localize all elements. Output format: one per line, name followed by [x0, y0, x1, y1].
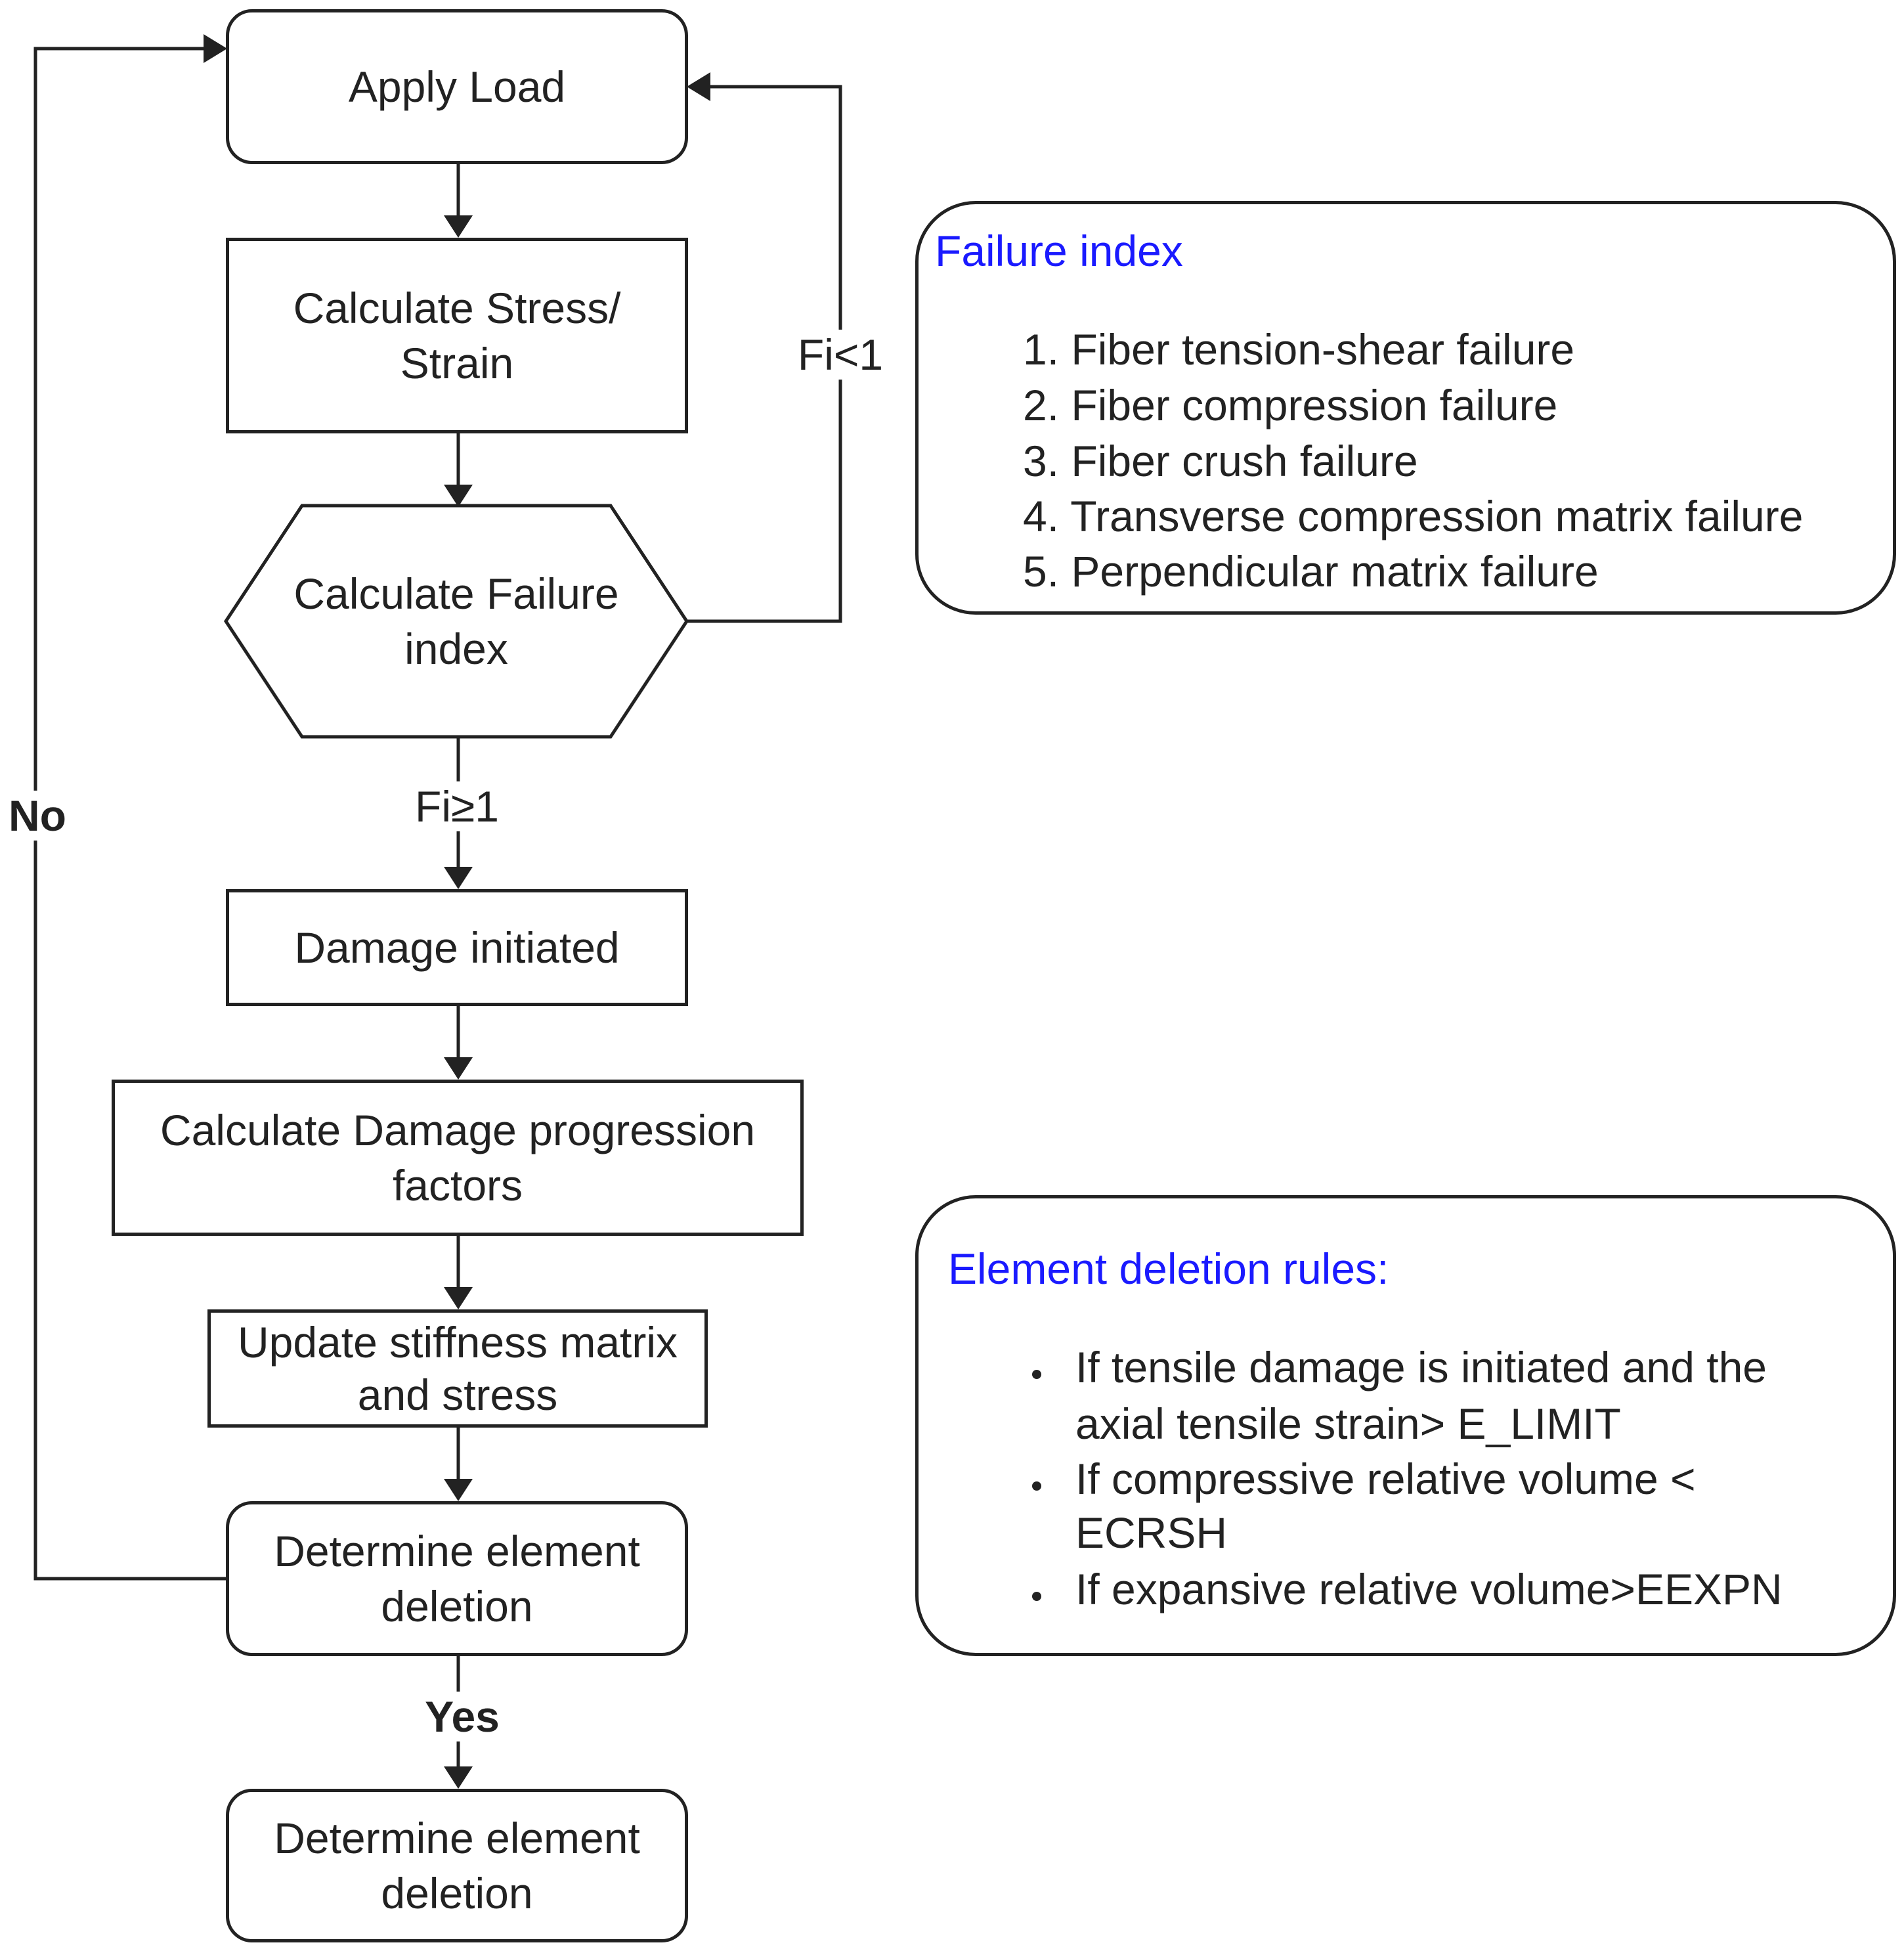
- update-stiffness-line2: and stress: [357, 1370, 558, 1419]
- calculate-stress-line2: Strain: [400, 339, 514, 387]
- yes-label: Yes: [415, 1692, 509, 1741]
- final-deletion-line2: deletion: [381, 1869, 533, 1917]
- arrowhead-no: [204, 34, 227, 63]
- bullet-icon: [1032, 1592, 1041, 1601]
- determine-deletion-line2: deletion: [381, 1582, 533, 1631]
- failure-item-number: 5.: [1023, 547, 1060, 596]
- damage-progression-box: Calculate Damage progression factors: [112, 1080, 804, 1236]
- calculate-failure-line2: index: [404, 624, 508, 673]
- deletion-rule-1-line2: axial tensile strain> E_LIMIT: [1075, 1399, 1621, 1448]
- failure-item-text: Fiber crush failure: [1071, 437, 1418, 485]
- deletion-rule-2-line2: ECRSH: [1075, 1508, 1228, 1557]
- failure-index-title: Failure index: [935, 227, 1183, 275]
- arrowhead-progression: [444, 1057, 473, 1080]
- damage-progression-line1: Calculate Damage progression: [160, 1106, 756, 1154]
- damage-progression-line2: factors: [392, 1161, 523, 1210]
- failure-item-text: Perpendicular matrix failure: [1071, 547, 1599, 596]
- failure-item-number: 4.: [1023, 492, 1060, 540]
- fi-less-label: Fi<1: [793, 330, 888, 380]
- update-stiffness-line1: Update stiffness matrix: [237, 1318, 678, 1367]
- failure-item-3: 3. Fiber crush failure: [1023, 433, 1418, 489]
- calculate-failure-label: Calculate Failure index: [226, 506, 687, 737]
- failure-item-4: 4. Transverse compression matrix failure: [1023, 489, 1803, 544]
- arrowhead-stress: [444, 215, 473, 238]
- arrowhead-deletion: [444, 1479, 473, 1501]
- calculate-stress-line1: Calculate Stress/: [293, 284, 621, 332]
- calculate-failure-line1: Calculate Failure: [293, 569, 619, 618]
- update-stiffness-box: Update stiffness matrix and stress: [207, 1309, 708, 1428]
- final-deletion-box: Determine element deletion: [226, 1789, 688, 1942]
- arrowhead-final: [444, 1766, 473, 1789]
- determine-deletion-line1: Determine element: [274, 1527, 640, 1575]
- deletion-rules-title: Element deletion rules:: [948, 1244, 1389, 1293]
- arrowhead-stiffness: [444, 1287, 473, 1309]
- arrowhead-failure: [444, 485, 473, 507]
- deletion-rule-3-line1: If expansive relative volume>EEXPN: [1075, 1565, 1783, 1613]
- determine-deletion-box: Determine element deletion: [226, 1501, 688, 1656]
- damage-initiated-box: Damage initiated: [226, 889, 688, 1006]
- arrowhead-fi-less: [687, 72, 710, 101]
- failure-item-number: 1.: [1023, 325, 1060, 374]
- fi-geq-label: Fi≥1: [407, 781, 507, 831]
- failure-item-2: 2. Fiber compression failure: [1023, 378, 1557, 433]
- arrowhead-damage: [444, 867, 473, 889]
- damage-initiated-label: Damage initiated: [294, 923, 620, 972]
- calculate-stress-box: Calculate Stress/ Strain: [226, 238, 688, 433]
- failure-item-1: 1. Fiber tension-shear failure: [1023, 322, 1574, 377]
- failure-item-number: 3.: [1023, 437, 1060, 485]
- calculate-failure-hexagon: [224, 504, 689, 739]
- failure-item-text: Transverse compression matrix failure: [1070, 492, 1804, 540]
- bullet-icon: [1032, 1370, 1041, 1379]
- no-label: No: [4, 791, 71, 841]
- apply-load-label: Apply Load: [348, 62, 566, 111]
- deletion-rule-1-line1: If tensile damage is initiated and the: [1075, 1343, 1767, 1391]
- apply-load-box: Apply Load: [226, 9, 688, 164]
- final-deletion-line1: Determine element: [274, 1814, 640, 1862]
- bullet-icon: [1032, 1481, 1041, 1491]
- failure-index-panel: [915, 201, 1896, 615]
- failure-item-number: 2.: [1023, 381, 1060, 429]
- deletion-rules-panel: [915, 1195, 1896, 1656]
- failure-item-text: Fiber compression failure: [1071, 381, 1558, 429]
- failure-item-5: 5. Perpendicular matrix failure: [1023, 544, 1599, 599]
- deletion-rule-2-line1: If compressive relative volume <: [1075, 1455, 1696, 1503]
- failure-item-text: Fiber tension-shear failure: [1071, 325, 1575, 374]
